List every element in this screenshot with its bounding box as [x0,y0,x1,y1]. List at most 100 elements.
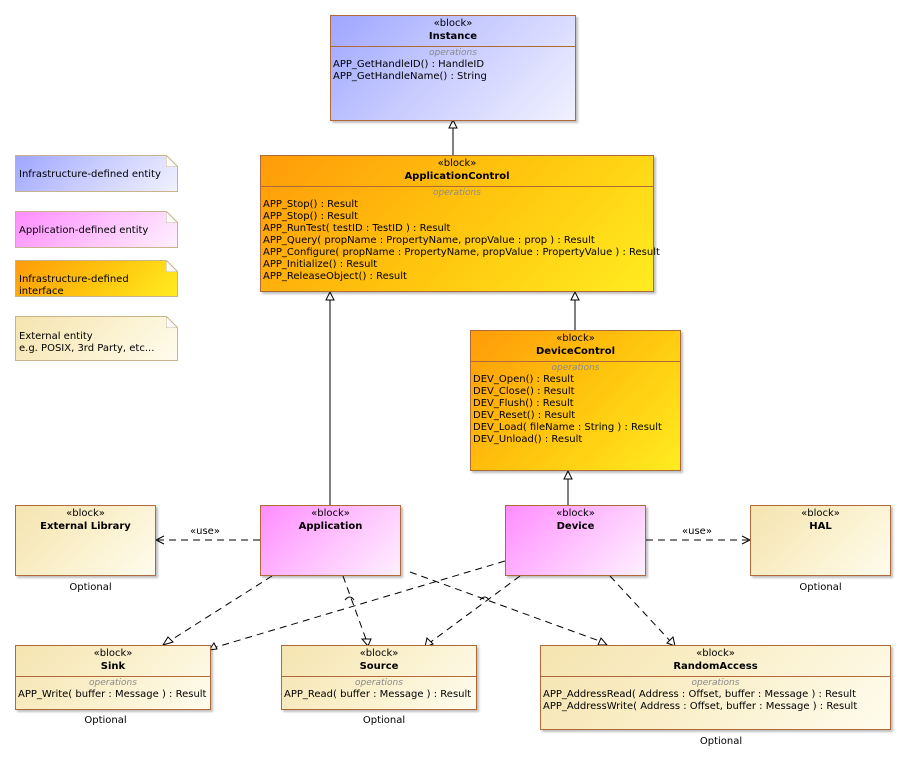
compartment-divider [541,676,890,677]
block-name: Device [556,521,595,532]
stereotype-label: «block» [311,508,350,519]
block-name: HAL [809,521,832,532]
optional-label: Optional [69,582,112,593]
note-fold-icon [166,260,178,272]
operations-compartment-label: operations [89,678,137,688]
line-jump [344,596,355,601]
note-fold-icon [166,155,178,167]
realization-arrowhead [207,642,218,651]
operation: APP_Initialize() : Result [263,259,378,270]
stereotype-label: «block» [556,508,595,519]
realization-arrowhead [161,636,174,646]
line-jump [479,596,490,601]
block-application-control[interactable]: «block» ApplicationControl operations AP… [260,155,660,292]
block-name: RandomAccess [673,661,758,672]
operation: APP_GetHandleID() : HandleID [333,59,485,70]
legend-text: Infrastructure-defined entity [19,169,161,180]
compartment-divider [331,46,575,47]
block-source[interactable]: «block» Source operations APP_Read( buff… [281,645,477,710]
block-name: DeviceControl [535,346,616,357]
operation: DEV_Open() : Result [473,374,574,385]
legend-external-entity: External entity e.g. POSIX, 3rd Party, e… [15,316,178,361]
operation: APP_Query( propName : PropertyName, prop… [263,235,595,246]
compartment-divider [282,676,476,677]
operations-compartment-label: operations [551,363,600,373]
stereotype-label: «block» [801,508,840,519]
compartment-divider [261,186,653,187]
operation: APP_ReleaseObject() : Result [263,271,407,282]
legend-text: External entity [19,331,93,342]
block-name: Sink [100,661,126,672]
operations-compartment-label: operations [429,48,477,58]
operation: APP_RunTest( testID : TestID ) : Result [263,223,451,234]
operations-compartment-label: operations [433,188,481,198]
realization-arrowhead [360,638,372,647]
block-name: Source [359,661,399,672]
realization-device-sink [212,560,506,649]
note-fold-icon [166,211,178,223]
legend-infrastructure-interface: Infrastructure-defined interface [15,260,178,297]
stereotype-label: «block» [437,158,477,169]
operation: DEV_Unload() : Result [473,434,583,445]
use-arrowhead [154,535,165,545]
use-stereotype-label: «use» [190,526,220,537]
operation: APP_Write( buffer : Message ) : Result [18,689,207,700]
block-name: Instance [428,31,478,42]
block-random-access[interactable]: «block» RandomAccess operations APP_Addr… [540,645,891,730]
stereotype-label: «block» [66,508,105,519]
stereotype-label: «block» [93,648,133,659]
realization-application-source [342,575,368,643]
block-application[interactable]: «block» Application [260,505,401,576]
block-device-control[interactable]: «block» DeviceControl operations DEV_Ope… [470,330,681,471]
legend-text: Infrastructure-defined interface [19,274,129,297]
operation: APP_Stop() : Result [263,211,359,222]
operation: APP_AddressRead( Address : Offset, buffe… [543,689,856,700]
operation: APP_AddressWrite( Address : Offset, buff… [543,701,858,712]
optional-label: Optional [84,715,127,726]
compartment-divider [16,676,210,677]
generalization-arrowhead [325,290,335,301]
stereotype-label: «block» [433,18,473,29]
compartment-divider [471,361,680,362]
optional-label: Optional [799,582,842,593]
operation: APP_Configure( propName : PropertyName, … [263,247,660,258]
block-name: Application [298,521,363,532]
legend-text: e.g. POSIX, 3rd Party, etc... [19,343,155,354]
generalization-arrowhead [563,469,573,480]
block-device[interactable]: «block» Device [505,505,646,576]
stereotype-label: «block» [696,648,735,659]
block-name: External Library [40,521,131,532]
realization-arrowhead [666,636,676,647]
block-external-library[interactable]: «block» External Library [15,505,156,576]
realization-arrowhead [597,637,609,646]
block-hal[interactable]: «block» HAL [750,505,891,576]
operations-compartment-label: operations [691,678,740,688]
block-instance[interactable]: «block» Instance operations APP_GetHandl… [330,15,576,121]
realization-device-randomaccess [609,575,673,644]
realization-application-randomaccess [409,571,606,644]
use-stereotype-label: «use» [682,526,712,537]
legend-application-entity: Application-defined entity [15,211,178,248]
note-fold-icon [166,316,178,328]
optional-label: Optional [362,715,406,726]
stereotype-label: «block» [556,333,595,344]
operation: APP_Read( buffer : Message ) : Result [284,689,472,700]
legend-text: Application-defined entity [19,225,149,236]
operation: DEV_Flush() : Result [473,398,574,409]
realization-application-sink [167,575,273,643]
optional-label: Optional [699,736,743,747]
block-name: ApplicationControl [404,171,510,182]
stereotype-label: «block» [359,648,399,659]
generalization-arrowhead [570,290,580,301]
realization-device-source [427,575,521,645]
block-sink[interactable]: «block» Sink operations APP_Write( buffe… [15,645,211,710]
operation: APP_GetHandleName() : String [333,71,487,82]
operation: APP_Stop() : Result [263,199,359,210]
legend-infrastructure-entity: Infrastructure-defined entity [15,155,178,192]
operations-compartment-label: operations [355,678,403,688]
generalization-arrowhead [448,118,458,129]
operation: DEV_Close() : Result [473,386,575,397]
operation: DEV_Load( fileName : String ) : Result [473,422,662,433]
operation: DEV_Reset() : Result [473,410,576,421]
